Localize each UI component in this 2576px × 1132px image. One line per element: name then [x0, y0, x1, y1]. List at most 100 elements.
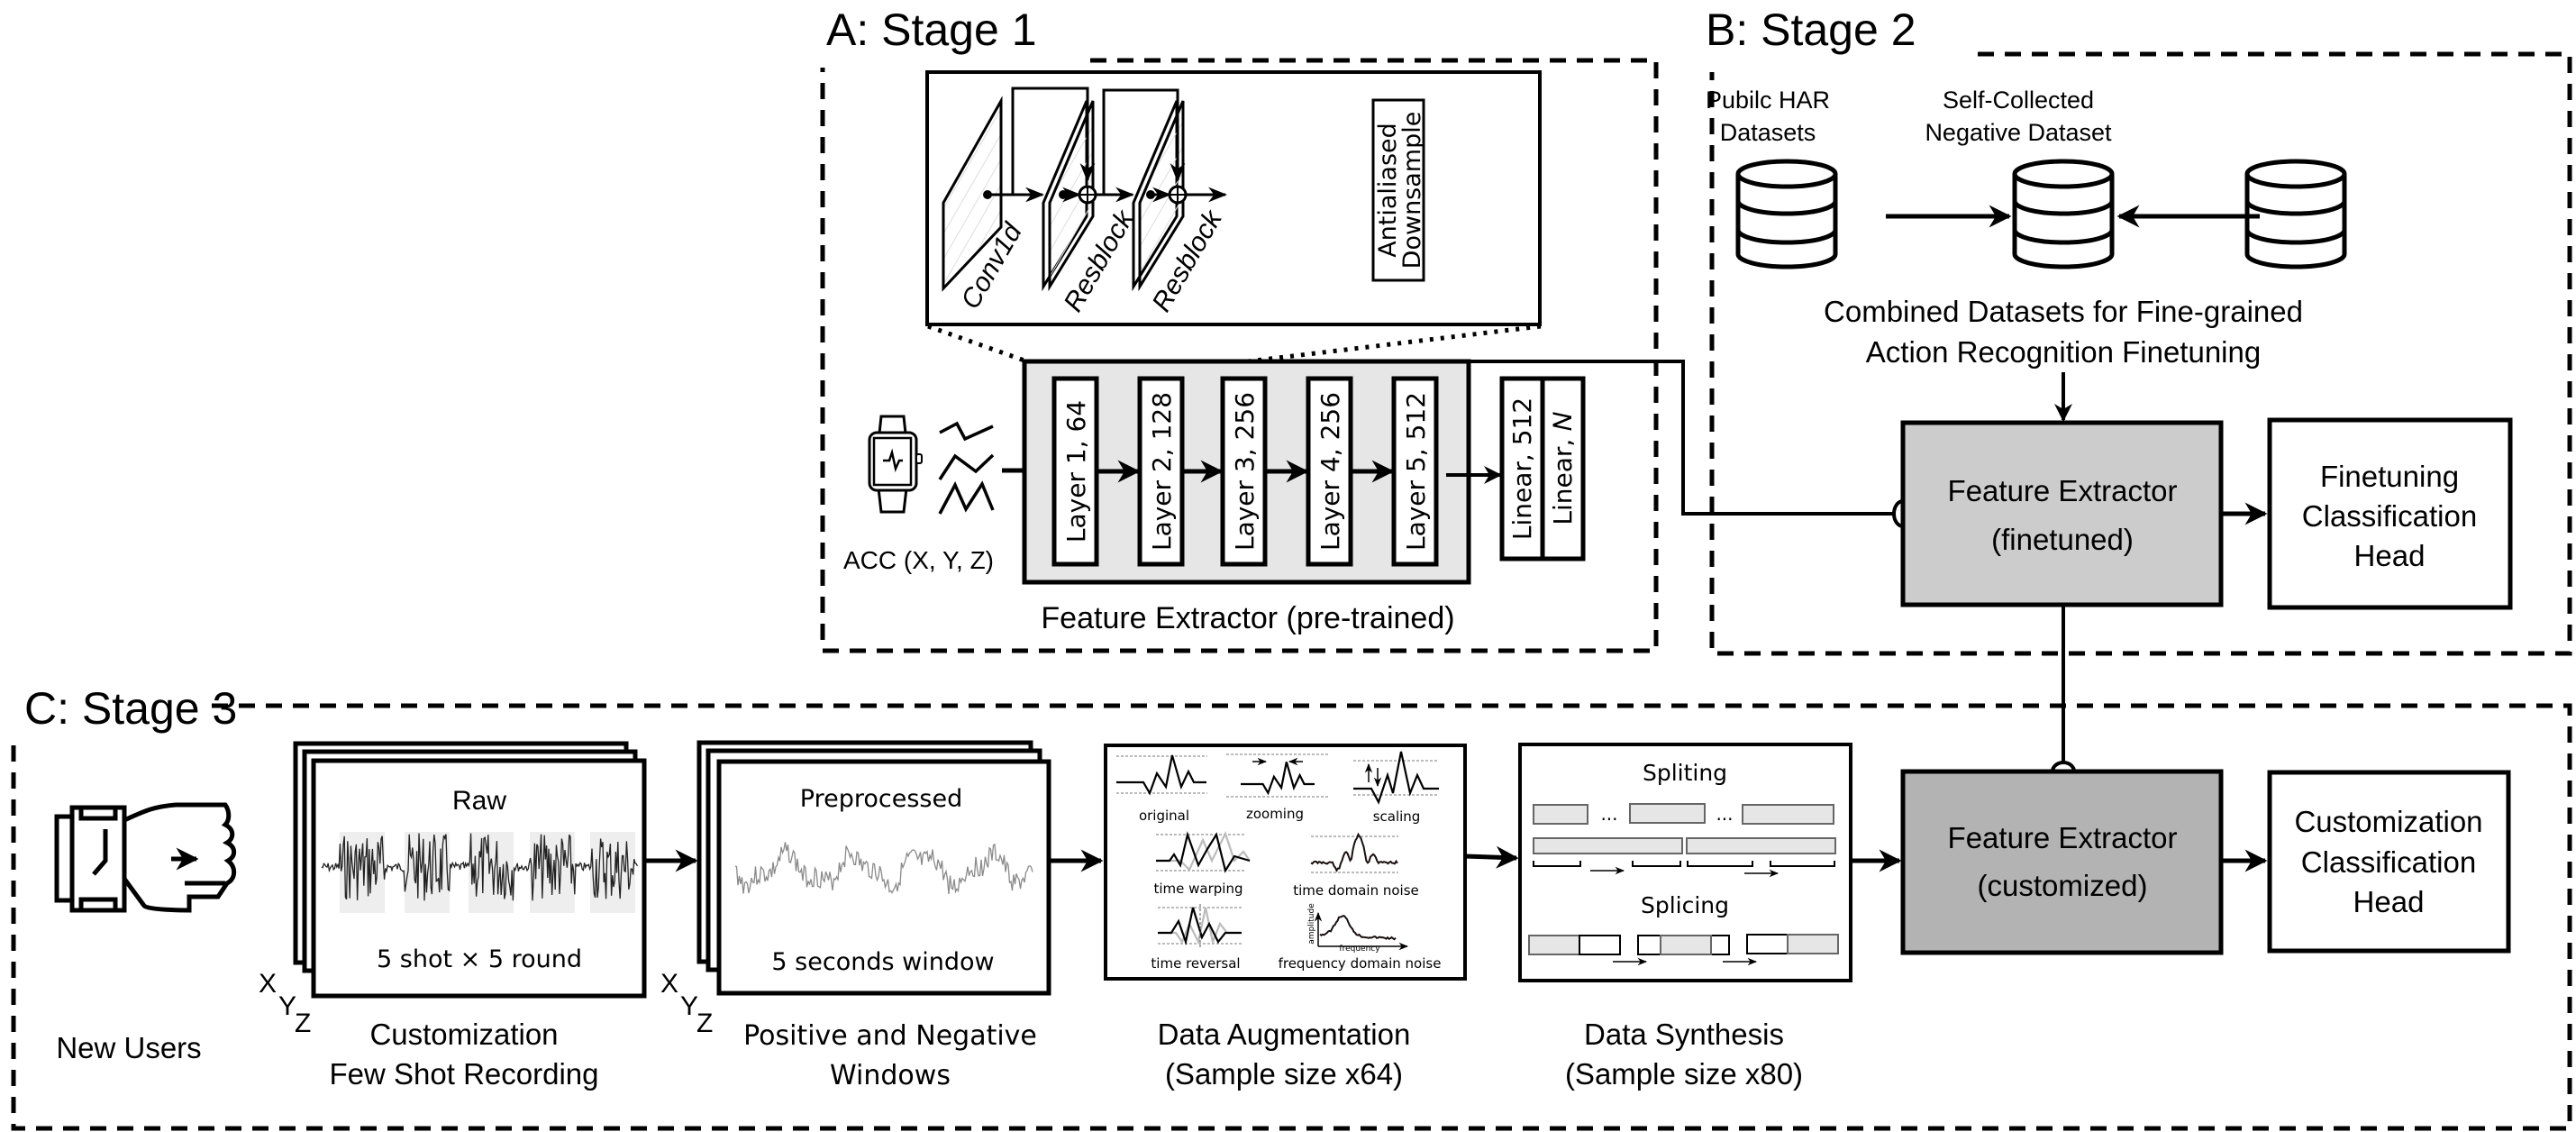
- combined-label-1: Combined Datasets for Fine-grained: [1824, 295, 2303, 328]
- smartwatch-icon: [868, 415, 923, 514]
- raw-caption-1: Customization: [369, 1018, 558, 1051]
- aug-time-warping-glyph: [1156, 831, 1251, 873]
- linear-heads: Linear, 512 Linear, 𝑁: [1499, 376, 1586, 561]
- aug-zooming-glyph: [1241, 762, 1315, 796]
- aug-frequency-noise-glyph: [1319, 915, 1397, 941]
- raw-signal-trace: [321, 833, 638, 901]
- combined-database-icon: [2012, 159, 2115, 269]
- aug-original-glyph: [1116, 754, 1206, 796]
- aug-time-reversal-label: time reversal: [1151, 955, 1240, 972]
- split-window: [1686, 837, 1836, 854]
- preprocessed-title: Preprocessed: [800, 785, 962, 813]
- raw-caption-2: Few Shot Recording: [330, 1057, 599, 1091]
- axis-x-label: X: [660, 969, 678, 999]
- customization-head-label-3: Head: [2353, 885, 2425, 918]
- finetuning-head-label-2: Classification: [2302, 499, 2477, 533]
- aug-time-warping-shifted: [1156, 831, 1251, 872]
- public-har-label-1: Pubilc HAR: [1706, 87, 1830, 114]
- aug-time-reversal-mirrored: [1158, 907, 1242, 945]
- wrist-watch-icon: [54, 802, 237, 913]
- acc-input-label: ACC (X, Y, Z): [843, 546, 994, 574]
- shot-window-shade: [530, 832, 575, 913]
- layer-4-label: Layer 4, 256: [1315, 392, 1345, 551]
- axis-x-label: X: [259, 969, 277, 999]
- spliting-label: Spliting: [1643, 760, 1727, 786]
- preprocessed-subtitle: 5 seconds window: [771, 948, 994, 976]
- aug-original-label: original: [1139, 808, 1189, 824]
- skip-connection-2: [1102, 88, 1186, 195]
- customization-head-label-1: Customization: [2294, 805, 2482, 838]
- ellipsis-1: ...: [1600, 803, 1617, 825]
- preprocessed-signal-trace: [734, 842, 1033, 895]
- customized-fe-label-2: (customized): [1978, 869, 2148, 902]
- new-users-label: New Users: [56, 1031, 201, 1064]
- customization-classification-head: [2267, 770, 2511, 954]
- synthesis-panel: Spliting Splicing ... ...: [1518, 743, 1852, 982]
- aug-time-reversal-glyph: [1158, 907, 1242, 946]
- linear-n-label: Linear, 𝑁: [1548, 412, 1578, 525]
- combined-label-2: Action Recognition Finetuning: [1866, 335, 2261, 369]
- skip-connection-1: [1011, 87, 1096, 195]
- connector-socket-icon: [1892, 499, 1904, 528]
- splice-negative: [1746, 934, 1789, 954]
- aug-time-warping-label: time warping: [1153, 881, 1242, 897]
- downsample-label-1: Antialiased: [1374, 123, 1402, 258]
- aug-zooming-label: zooming: [1246, 806, 1304, 822]
- augmentation-to-synthesis-arrow: [1464, 845, 1519, 869]
- splicing-label: Splicing: [1641, 892, 1729, 918]
- stage-b-title: B: Stage 2: [1706, 5, 1916, 55]
- augmentation-panel: original zooming scaling time warping ti…: [1104, 744, 1467, 981]
- linear-n-block: [1540, 376, 1586, 561]
- raw-recording-panel: Raw 5 shot × 5 round: [293, 741, 647, 999]
- stage-c-title: C: Stage 3: [24, 683, 237, 734]
- stage-a: A: Stage 1: [820, 5, 1659, 653]
- pretrained-caption: Feature Extractor (pre-trained): [1041, 601, 1454, 635]
- stage-a-title: A: Stage 1: [826, 5, 1037, 55]
- axis-y-label: Y: [680, 991, 698, 1021]
- connector-socket-icon: [2051, 761, 2076, 772]
- layer-5-block: [1391, 376, 1439, 567]
- preprocessed-caption-1: Positive and Negative: [743, 1020, 1037, 1052]
- stage-b: B: Stage 2 Pubilc HAR Datasets Self-Coll…: [1706, 5, 2572, 656]
- stage-b-boundary: [1709, 51, 2572, 656]
- antialiased-downsample-block: [1371, 98, 1425, 282]
- split-segment: [1629, 803, 1706, 824]
- split-bracket: [1533, 861, 1581, 867]
- finetuned-feature-extractor: [1900, 420, 2224, 607]
- synthesis-caption-1: Data Synthesis: [1584, 1018, 1784, 1051]
- layer-5-label: Layer 5, 512: [1401, 392, 1431, 551]
- preprocessed-caption-2: Windows: [830, 1060, 951, 1091]
- raw-title: Raw: [452, 786, 506, 816]
- negative-dataset-label-1: Self-Collected: [1943, 87, 2094, 114]
- axis-z-label: Z: [696, 1009, 713, 1038]
- splice-positive: [1787, 934, 1839, 954]
- splice-negative: [1579, 935, 1621, 955]
- finetuned-fe-label-2: (finetuned): [1991, 523, 2134, 556]
- split-segment: [1742, 804, 1834, 825]
- stage-c-boundary: [11, 703, 2572, 1131]
- layer-3-label: Layer 3, 256: [1230, 392, 1260, 551]
- negative-database-icon: [2244, 159, 2347, 269]
- split-bracket: [1632, 861, 1681, 867]
- acc-signal-icon: [938, 421, 995, 515]
- splice-positive: [1660, 935, 1712, 955]
- linear-512-label: Linear, 512: [1507, 397, 1537, 540]
- aug-scaling-label: scaling: [1373, 808, 1421, 825]
- aug-scaling-glyph: [1353, 751, 1439, 805]
- finetuning-classification-head: [2267, 417, 2513, 610]
- negative-dataset-label-2: Negative Dataset: [1925, 119, 2112, 146]
- inset-frame: [925, 70, 1542, 326]
- augmentation-caption-1: Data Augmentation: [1158, 1018, 1411, 1051]
- customized-feature-extractor: [1900, 769, 2224, 955]
- finetuning-head-label-3: Head: [2354, 539, 2426, 572]
- synthesis-caption-2: (Sample size x80): [1565, 1057, 1803, 1091]
- splice-positive: [1528, 935, 1580, 955]
- pretrained-to-finetuned-connector: [1469, 360, 1894, 516]
- raw-subtitle: 5 shot × 5 round: [377, 945, 582, 973]
- resblock-inset: Conv1d Resblock Resblock Antialiased Dow…: [925, 70, 1542, 326]
- amplitude-axis-label: amplitude: [1307, 903, 1316, 945]
- axis-y-label: Y: [278, 991, 296, 1021]
- aug-time-domain-noise-glyph: [1310, 832, 1398, 872]
